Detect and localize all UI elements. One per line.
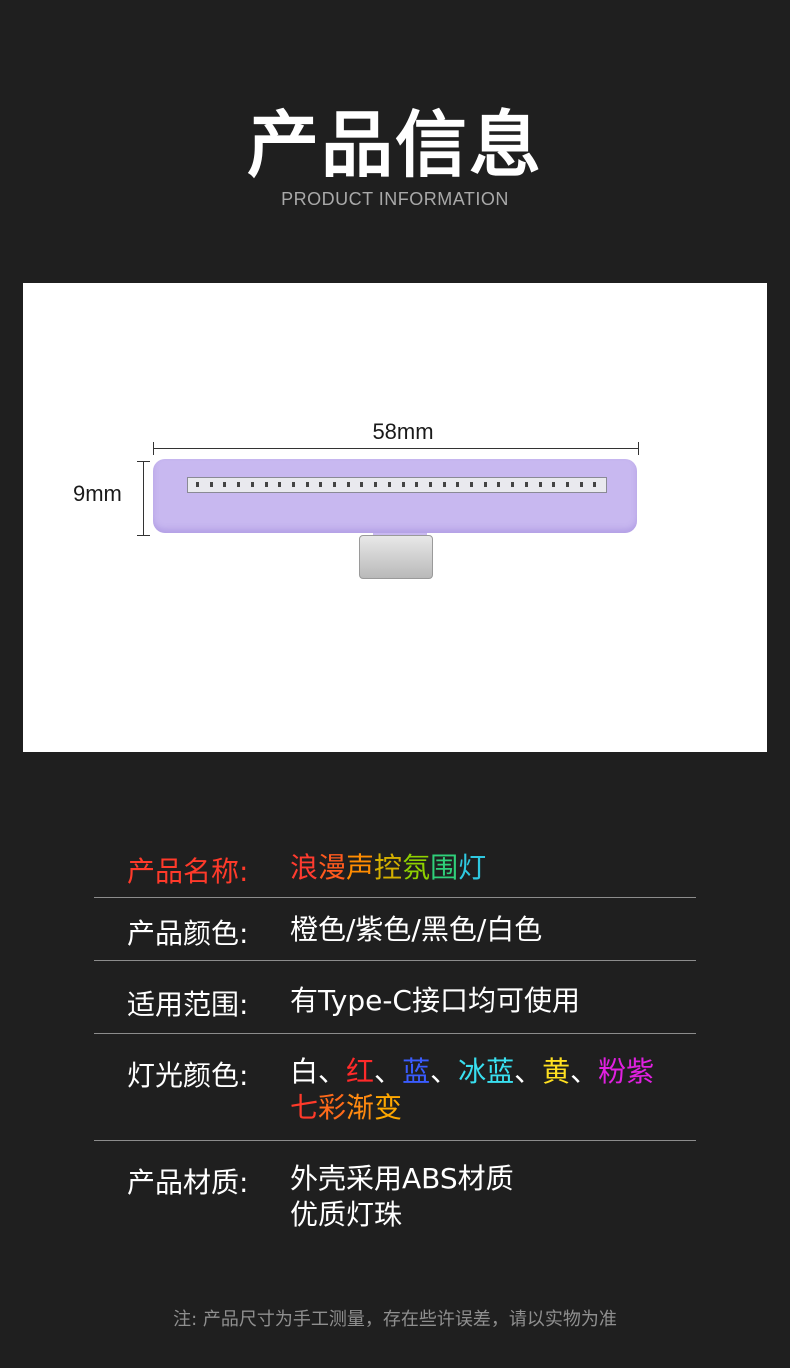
height-tick-top xyxy=(137,461,150,462)
name-char: 围 xyxy=(430,851,459,884)
spec-value-material: 外壳采用ABS材质 优质灯珠 xyxy=(290,1161,696,1255)
led-dot xyxy=(250,482,254,487)
width-dimension-label: 58mm xyxy=(372,419,434,444)
led-dot xyxy=(209,482,213,487)
spec-label-color: 产品颜色: xyxy=(127,917,249,950)
measurement-footnote: 注: 产品尺寸为手工测量，存在些许误差，请以实物为准 xyxy=(173,1309,617,1330)
height-tick-bottom xyxy=(137,535,150,536)
spec-row-light: 灯光颜色: 白、红、蓝、冰蓝、黄、粉紫 七彩渐变 xyxy=(94,1034,696,1141)
spec-row-scope: 适用范围: 有Type-C接口均可使用 xyxy=(94,961,696,1034)
spec-label-light: 灯光颜色: xyxy=(127,1059,249,1092)
led-dot xyxy=(428,482,432,487)
light-color-item: 、 xyxy=(318,1055,347,1088)
width-tick-left xyxy=(153,442,154,455)
led-dot xyxy=(319,482,323,487)
led-dot xyxy=(524,482,528,487)
light-color-item: 、 xyxy=(430,1055,459,1088)
spec-value-name: 浪漫声控氛围灯 xyxy=(290,850,696,897)
spec-label-scope: 适用范围: xyxy=(127,988,249,1021)
light-color-item: 黄 xyxy=(542,1055,571,1088)
light-gradient-char: 彩 xyxy=(318,1091,347,1124)
led-dot xyxy=(456,482,460,487)
product-image-panel: 58mm 9mm xyxy=(23,283,767,752)
spec-table: 产品名称: 浪漫声控氛围灯 产品颜色: 橙色/紫色/黑色/白色 适用范围: 有T… xyxy=(94,836,696,1255)
led-dot xyxy=(291,482,295,487)
led-dot xyxy=(565,482,569,487)
name-char: 声 xyxy=(346,851,375,884)
name-char: 氛 xyxy=(402,851,431,884)
led-dot xyxy=(196,482,199,487)
material-line2: 优质灯珠 xyxy=(290,1198,403,1231)
led-dot xyxy=(511,482,515,487)
led-dot xyxy=(538,482,542,487)
light-color-item: 粉紫 xyxy=(598,1055,655,1088)
led-dot xyxy=(552,482,556,487)
light-color-item: 白 xyxy=(290,1055,319,1088)
led-dot xyxy=(223,482,227,487)
page-subtitle: PRODUCT INFORMATION xyxy=(281,189,509,209)
spec-value-light: 白、红、蓝、冰蓝、黄、粉紫 七彩渐变 xyxy=(290,1054,696,1140)
height-dimension-line xyxy=(143,461,144,535)
light-gradient-char: 七 xyxy=(290,1091,319,1124)
spec-row-name: 产品名称: 浪漫声控氛围灯 xyxy=(94,836,696,898)
name-char: 控 xyxy=(374,851,403,884)
light-color-item: 冰蓝 xyxy=(458,1055,515,1088)
led-dot xyxy=(593,482,597,487)
led-dot xyxy=(360,482,364,487)
width-tick-right xyxy=(638,442,639,455)
led-dot xyxy=(278,482,282,487)
name-char: 浪 xyxy=(290,851,319,884)
height-dimension-label: 9mm xyxy=(73,481,122,506)
material-line1: 外壳采用ABS材质 xyxy=(290,1162,514,1195)
led-dot xyxy=(579,482,583,487)
name-char: 漫 xyxy=(318,851,347,884)
led-dot xyxy=(264,482,268,487)
light-colors-line1: 白、红、蓝、冰蓝、黄、粉紫 xyxy=(290,1054,696,1090)
led-dot xyxy=(374,482,378,487)
light-color-item: 、 xyxy=(514,1055,543,1088)
led-dot xyxy=(470,482,473,487)
spec-row-material: 产品材质: 外壳采用ABS材质 优质灯珠 xyxy=(94,1141,696,1255)
spec-value-color: 橙色/紫色/黑色/白色 xyxy=(290,913,543,946)
spec-row-color: 产品颜色: 橙色/紫色/黑色/白色 xyxy=(94,898,696,961)
name-char: 灯 xyxy=(458,851,487,884)
led-dot xyxy=(305,482,309,487)
led-dot xyxy=(237,482,241,487)
light-color-item: 红 xyxy=(346,1055,375,1088)
light-color-item: 蓝 xyxy=(402,1055,431,1088)
light-colors-line2: 七彩渐变 xyxy=(290,1090,696,1126)
page-title: 产品信息 xyxy=(246,103,543,187)
led-dot xyxy=(346,482,350,487)
led-strip xyxy=(187,477,607,493)
led-dot xyxy=(387,482,391,487)
spec-label-material: 产品材质: xyxy=(127,1166,249,1199)
led-dot xyxy=(442,482,446,487)
spec-label-name: 产品名称: xyxy=(127,855,249,888)
type-c-plug xyxy=(359,535,433,579)
led-dot xyxy=(497,482,501,487)
light-color-item: 、 xyxy=(570,1055,599,1088)
light-gradient-char: 渐 xyxy=(346,1091,375,1124)
led-light-bar xyxy=(153,459,637,533)
light-gradient-char: 变 xyxy=(374,1091,403,1124)
light-color-item: 、 xyxy=(374,1055,403,1088)
width-dimension-line xyxy=(153,448,639,449)
spec-value-scope: 有Type-C接口均可使用 xyxy=(290,984,580,1017)
led-dot xyxy=(401,482,405,487)
led-dot xyxy=(483,482,487,487)
led-dot xyxy=(333,482,336,487)
led-dot xyxy=(415,482,419,487)
